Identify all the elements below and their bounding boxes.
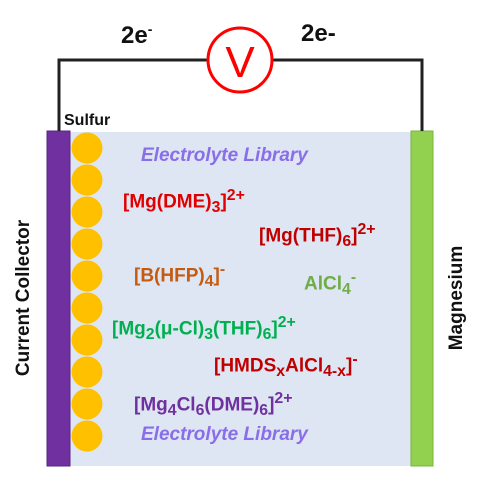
sulfur-particle: [71, 292, 103, 324]
species-alcl4: AlCl4-: [304, 269, 357, 299]
species-bhfp: [B(HFP)4]-: [134, 261, 226, 291]
sulfur-particle: [71, 356, 103, 388]
sulfur-particle: [71, 388, 103, 420]
species-hmds-alcl: [HMDSxAlCl4-x]-: [214, 351, 358, 381]
voltmeter-circle: [206, 26, 274, 94]
sulfur-label: Sulfur: [64, 112, 111, 129]
electrolyte-region: [70, 132, 413, 466]
current-collector-label: Current Collector: [13, 219, 34, 377]
right-electron-label: 2e-: [301, 20, 336, 47]
sulfur-particle: [71, 420, 103, 452]
electrolyte-library-bottom: Electrolyte Library: [141, 424, 308, 445]
voltmeter-symbol: V: [225, 38, 255, 87]
current-collector-bar: [46, 130, 71, 467]
sulfur-particle: [71, 132, 103, 164]
magnesium-label: Magnesium: [446, 245, 467, 351]
species-mg2-cl3-thf6: [Mg2(μ-Cl)3(THF)6]2+: [112, 314, 296, 344]
magnesium-bar: [410, 130, 434, 467]
species-mg4-cl6-dme6: [Mg4Cl6(DME)6]2+: [134, 390, 293, 420]
left-electron-label: 2e-: [121, 22, 152, 48]
electrolyte-library-top: Electrolyte Library: [141, 145, 308, 166]
right-wire: [272, 58, 424, 131]
left-wire: [57, 58, 207, 131]
sulfur-particles: [71, 132, 103, 452]
left-electron-sup: -: [147, 21, 153, 37]
left-electron-text: 2e: [121, 22, 148, 49]
sulfur-particle: [71, 196, 103, 228]
sulfur-particle: [71, 164, 103, 196]
species-mg-thf: [Mg(THF)6]2+: [259, 221, 376, 251]
sulfur-particle: [71, 324, 103, 356]
sulfur-particle: [71, 260, 103, 292]
sulfur-particle: [71, 228, 103, 260]
species-mg-dme: [Mg(DME)3]2+: [123, 187, 245, 217]
